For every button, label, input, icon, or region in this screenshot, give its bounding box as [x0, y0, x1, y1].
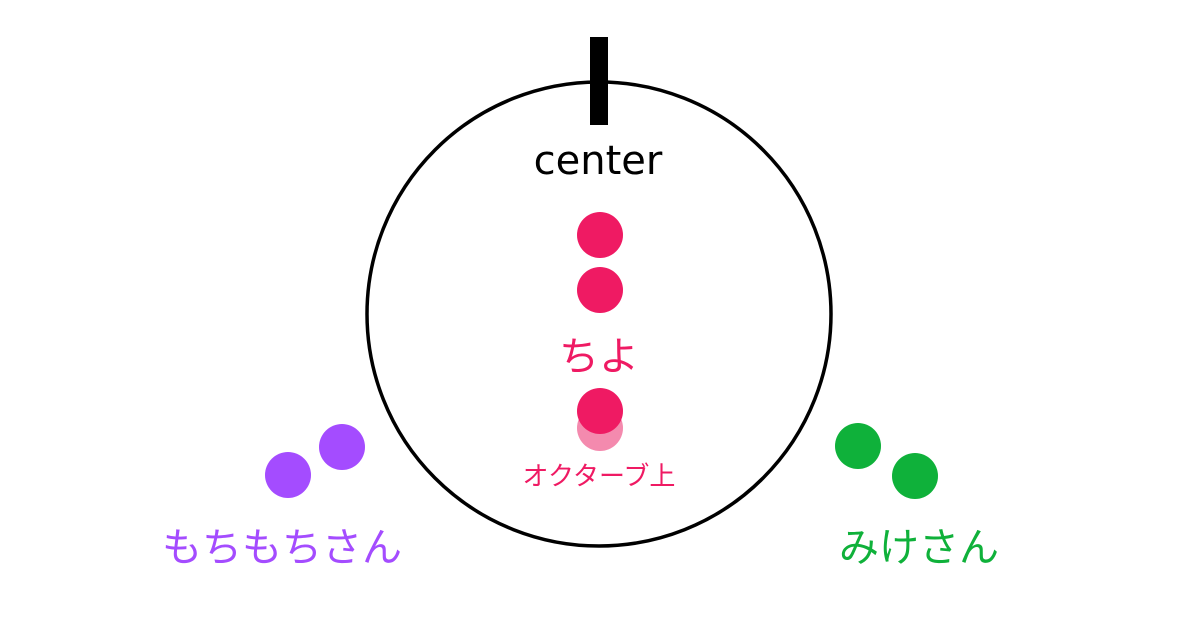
- chiyo-dot-2: [577, 267, 623, 313]
- mike-dot-1: [835, 423, 881, 469]
- chiyo-dot-1: [577, 212, 623, 258]
- chiyo-label: ちよ: [559, 334, 639, 380]
- mochimochi-label: もちもちさん: [162, 525, 402, 571]
- mochimochi-dot-1: [319, 424, 365, 470]
- mike-label: みけさん: [839, 525, 999, 571]
- mochimochi-dot-2: [265, 452, 311, 498]
- center-marker: [590, 37, 608, 125]
- octave-up-label: オクターブ上: [523, 462, 676, 492]
- octave-up-dot: [577, 388, 623, 434]
- center-label: center: [534, 138, 663, 184]
- mike-dot-2: [892, 453, 938, 499]
